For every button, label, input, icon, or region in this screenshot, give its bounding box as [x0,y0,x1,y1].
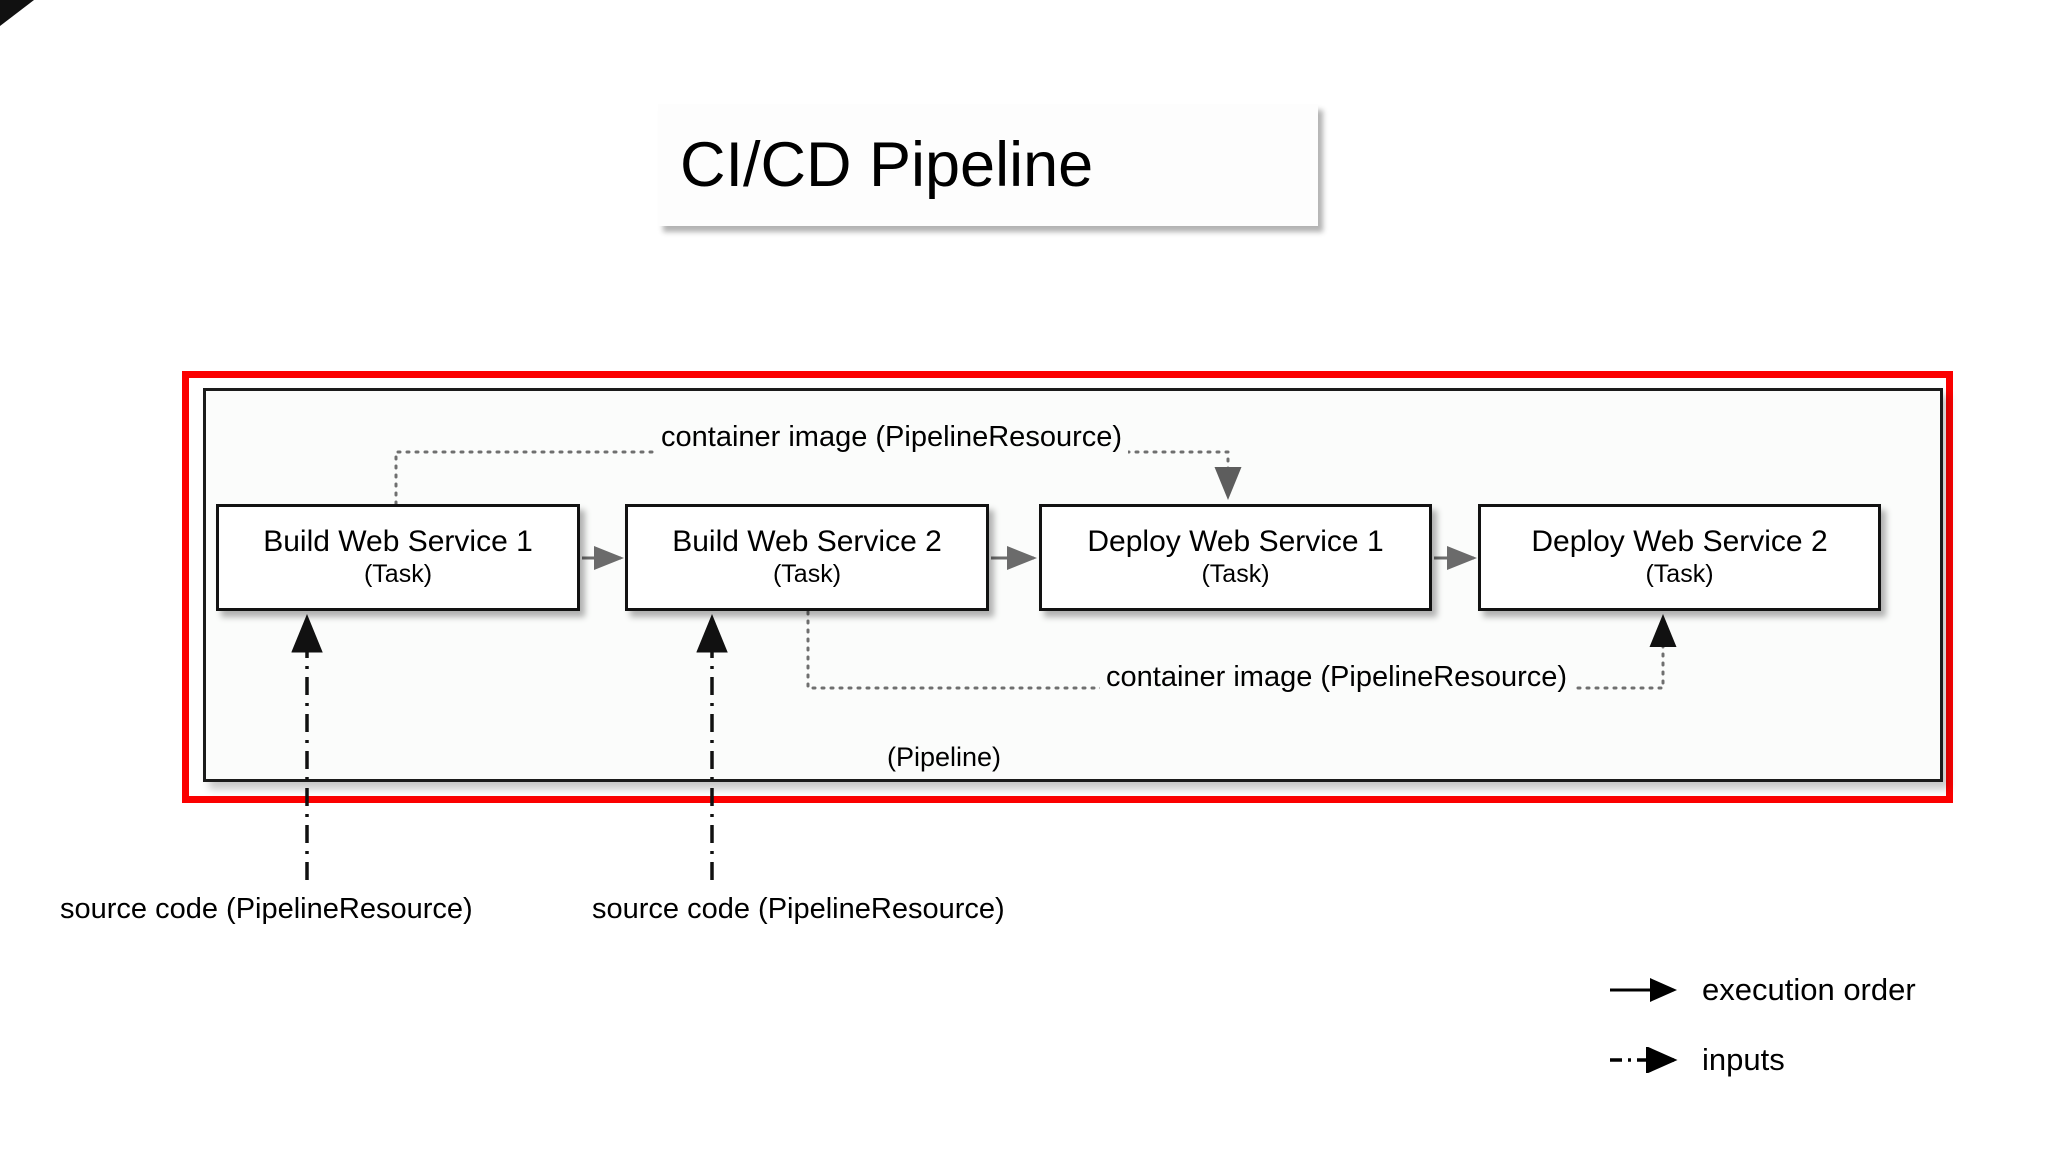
legend-label: inputs [1702,1042,1785,1077]
task-kind: (Task) [772,560,842,589]
task-title: Deploy Web Service 1 [1087,524,1384,558]
flow-label-container-image-bottom: container image (PipelineResource) [1100,661,1574,694]
title-card: CI/CD Pipeline [658,104,1318,226]
legend-label: execution order [1702,972,1916,1007]
task-kind: (Task) [1645,560,1714,589]
task-title: Build Web Service 2 [672,524,942,558]
pipeline-caption: (Pipeline) [0,742,2048,773]
task-kind: (Task) [363,560,433,589]
input-label-source-code-2: source code (PipelineResource) [592,893,1005,925]
task-node-build-web-service-2[interactable]: Build Web Service 2 (Task) [625,504,989,611]
flow-label-container-image-top: container image (PipelineResource) [655,421,1129,454]
page-title: CI/CD Pipeline [680,129,1094,200]
legend-item-execution-order: execution order [1608,955,2008,1025]
task-title: Build Web Service 1 [263,524,533,558]
pipeline-highlight-frame [182,371,1953,803]
input-label-source-code-1: source code (PipelineResource) [60,893,473,925]
task-title: Deploy Web Service 2 [1531,524,1828,558]
task-node-deploy-web-service-2[interactable]: Deploy Web Service 2 (Task) [1478,504,1881,611]
legend: execution order inputs [1608,955,2008,1095]
solid-arrow-icon [1610,978,1677,1002]
task-kind: (Task) [1201,560,1270,589]
task-node-build-web-service-1[interactable]: Build Web Service 1 (Task) [216,504,580,611]
pipeline-caption-text: (Pipeline) [886,742,1002,772]
corner-artifact [0,0,34,26]
legend-item-inputs: inputs [1608,1025,2008,1095]
dashdot-arrow-icon [1610,1047,1678,1073]
task-node-deploy-web-service-1[interactable]: Deploy Web Service 1 (Task) [1039,504,1432,611]
